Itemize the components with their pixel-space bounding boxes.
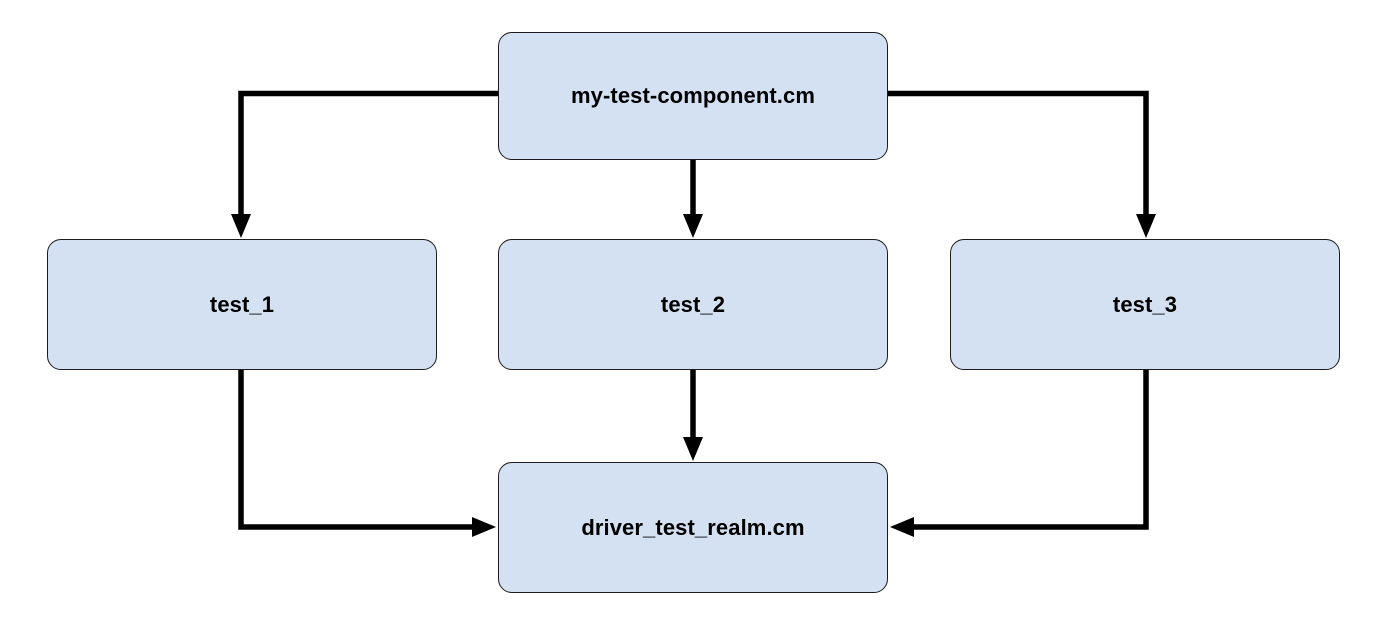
edge-test-2-to-realm-arrowhead <box>683 437 703 461</box>
edge-root-to-test-3-path <box>888 90 1149 216</box>
edge-root-to-test-2-arrowhead <box>683 214 703 238</box>
node-label: test_1 <box>209 291 275 317</box>
node-test-3[interactable]: test_3 <box>950 239 1340 370</box>
edge-root-to-test-1-path <box>238 90 498 216</box>
node-label: test_3 <box>1112 291 1178 317</box>
edge-root-to-test-2 <box>683 160 703 238</box>
edge-root-to-test-1-arrowhead <box>231 214 251 238</box>
edge-root-to-test-3-arrowhead <box>1136 214 1156 238</box>
edge-test-1-to-realm <box>238 370 496 537</box>
edge-test-3-to-realm <box>890 370 1149 537</box>
edge-test-3-to-realm-path <box>912 370 1149 530</box>
edge-test-1-to-realm-arrowhead <box>472 517 496 537</box>
edge-root-to-test-1 <box>231 90 498 238</box>
node-label: my-test-component.cm <box>570 83 816 108</box>
node-test-1[interactable]: test_1 <box>47 239 437 370</box>
node-driver-test-realm[interactable]: driver_test_realm.cm <box>498 462 888 593</box>
node-test-2[interactable]: test_2 <box>498 239 888 370</box>
node-label: test_2 <box>660 291 726 317</box>
edge-test-2-to-realm <box>683 370 703 461</box>
node-my-test-component[interactable]: my-test-component.cm <box>498 32 888 160</box>
node-label: driver_test_realm.cm <box>581 514 805 540</box>
edge-root-to-test-3 <box>888 90 1156 238</box>
edge-test-1-to-realm-path <box>238 370 474 530</box>
edge-test-3-to-realm-arrowhead <box>890 517 914 537</box>
